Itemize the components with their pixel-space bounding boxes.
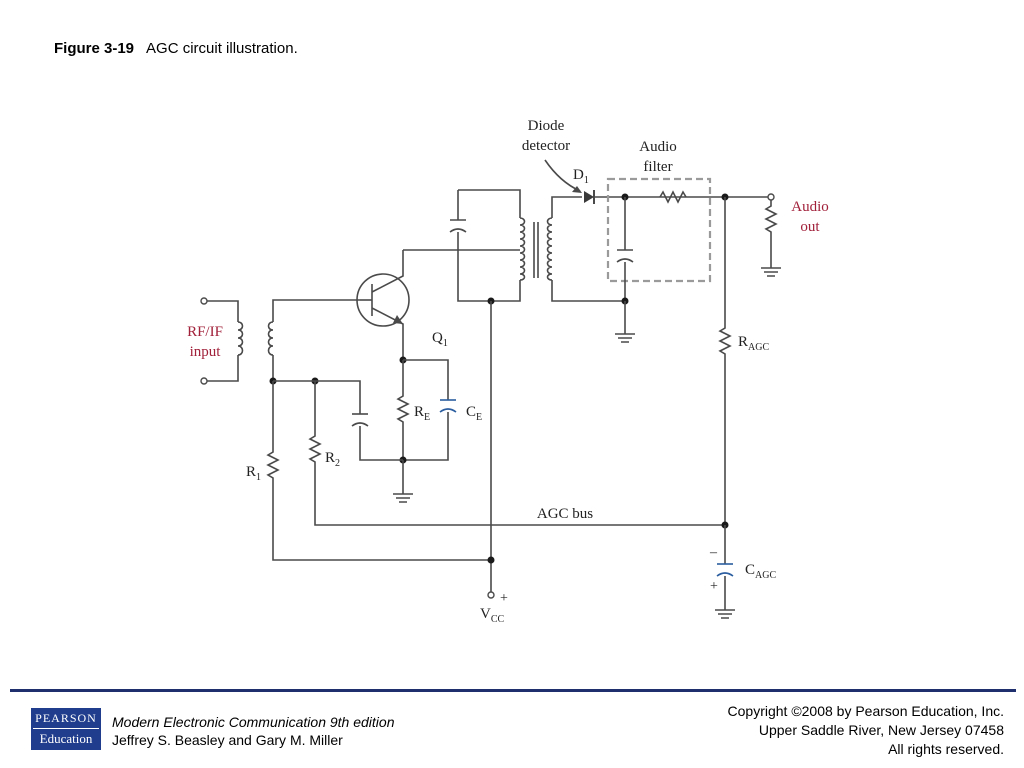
q1-label: Q1 [432,330,448,349]
rf-if-input-label: RF/IF input [187,324,223,360]
cagc-minus: – [709,545,718,560]
audio-filter: Audio filter [606,139,712,301]
audio-filter-line1: Audio [639,139,677,155]
d1-label: D1 [573,167,589,186]
cagc-label: CAGC [745,562,776,581]
rf-if-label-line2: input [190,344,222,360]
bypass-capacitor-base [351,413,369,427]
resistor-re: RE [396,360,430,460]
ce-label: CE [466,404,482,423]
audio-filter-line2: filter [643,159,672,175]
agc-bus-label: AGC bus [537,506,593,522]
figure-caption-text: AGC circuit illustration. [146,40,298,57]
book-authors: Jeffrey S. Beasley and Gary M. Miller [112,732,343,748]
vcc-terminal: + VCC [480,591,508,625]
rf-input-terminal-top [200,297,208,305]
resistor-ragc: RAGC [718,197,769,525]
diode-detector-label: Diode detector [522,118,582,193]
vcc-plus: + [500,591,508,606]
rf-if-label-line1: RF/IF [187,324,223,340]
agc-circuit-diagram: RF/IF input Q1 CE RE R1 R2 [187,118,829,625]
logo-line2: Education [39,731,93,746]
capacitor-cagc: – + CAGC [709,525,776,619]
r2-label: R2 [325,450,340,469]
detector-ground [615,301,635,343]
rf-input-terminal-bottom [200,377,208,385]
resistor-r1: R1 [246,381,491,561]
vcc-label: VCC [480,606,505,625]
audio-out-line2: out [800,219,820,235]
audio-out-terminal: Audio out [761,193,829,277]
copyright-line3: All rights reserved. [888,741,1004,757]
emitter-ground [393,460,413,503]
ragc-label: RAGC [738,334,769,353]
audio-out-line1: Audio [791,199,829,215]
logo-line1: PEARSON [33,708,99,729]
input-transformer-primary [237,321,244,356]
pearson-logo: PEARSON Education [31,708,101,750]
diode-detector-line2: detector [522,138,570,154]
capacitor-ce: CE [439,399,482,423]
book-info: Modern Electronic Communication 9th edit… [112,713,394,749]
tank-circuit [449,189,553,302]
copyright-notice: Copyright ©2008 by Pearson Education, In… [728,702,1004,759]
cagc-plus: + [710,579,718,594]
resistor-r2: R2 [308,381,725,526]
input-transformer-secondary [267,299,360,381]
figure-caption: Figure 3-19 AGC circuit illustration. [54,40,298,57]
footer-divider [10,689,1016,692]
book-title: Modern Electronic Communication 9th edit… [112,714,395,730]
re-label: RE [414,404,430,423]
copyright-line2: Upper Saddle River, New Jersey 07458 [758,722,1004,738]
copyright-line1: Copyright ©2008 by Pearson Education, In… [727,703,1004,719]
rf-input-terminals [200,297,239,385]
transistor-q1: Q1 [356,250,448,360]
r1-label: R1 [246,464,261,483]
diode-detector-line1: Diode [528,118,565,134]
figure-number: Figure 3-19 [54,40,135,57]
